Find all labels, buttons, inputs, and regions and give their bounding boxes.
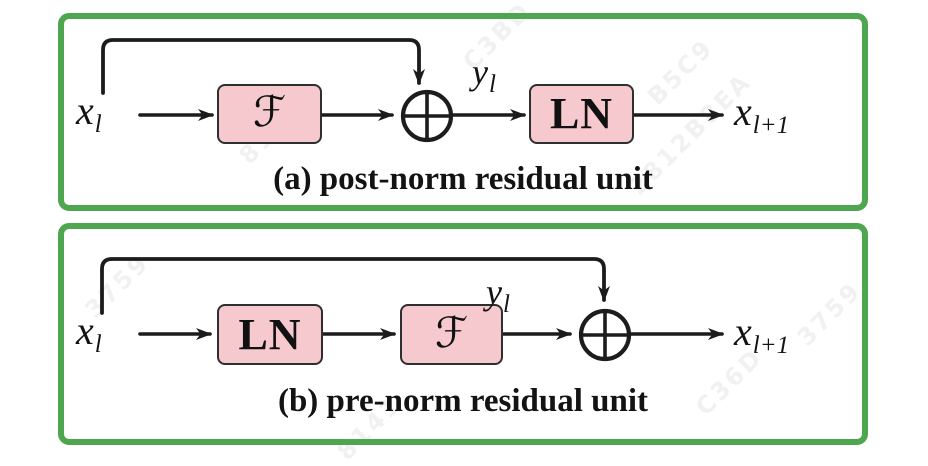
output-label-a-base: x (734, 89, 752, 134)
panel-a-frame (58, 13, 868, 211)
input-label-b-base: x (76, 308, 94, 353)
panel-a-caption: (a) post-norm residual unit (273, 161, 653, 197)
sum-output-label-b: yl (486, 274, 510, 317)
output-label-b-sub: l+1 (752, 332, 790, 359)
layernorm-block-a: LN (529, 84, 634, 144)
skip-connection-b (100, 257, 610, 315)
circled-plus-icon (578, 308, 632, 362)
circled-plus-icon (400, 89, 454, 143)
input-label-b-sub: l (94, 331, 102, 358)
panel-b-caption: (b) pre-norm residual unit (277, 383, 649, 419)
input-label-a-base: x (76, 88, 94, 133)
input-label-a-sub: l (94, 111, 102, 138)
output-label-b-base: x (734, 309, 752, 354)
function-block-a: ℱ (217, 84, 322, 144)
skip-connection-a (101, 38, 425, 95)
output-label-b: xl+1 (734, 309, 790, 359)
sum-output-label-b-base: y (486, 272, 502, 312)
output-label-a-sub: l+1 (752, 112, 790, 139)
input-label-a: xl (76, 88, 102, 138)
panel-b-frame (58, 223, 868, 445)
sum-output-label-a: yl (472, 54, 496, 97)
sum-output-label-b-sub: l (502, 291, 510, 318)
layernorm-block-b: LN (217, 304, 323, 365)
layernorm-block-b-label: LN (238, 309, 302, 359)
function-block-a-label: ℱ (252, 87, 287, 136)
layernorm-block-a-label: LN (549, 89, 614, 138)
input-label-b: xl (76, 308, 102, 358)
sum-output-label-a-sub: l (488, 71, 496, 98)
function-block-b: ℱ (400, 304, 503, 365)
function-block-b-label: ℱ (434, 307, 469, 357)
sum-output-label-a-base: y (472, 52, 488, 92)
output-label-a: xl+1 (734, 89, 790, 139)
